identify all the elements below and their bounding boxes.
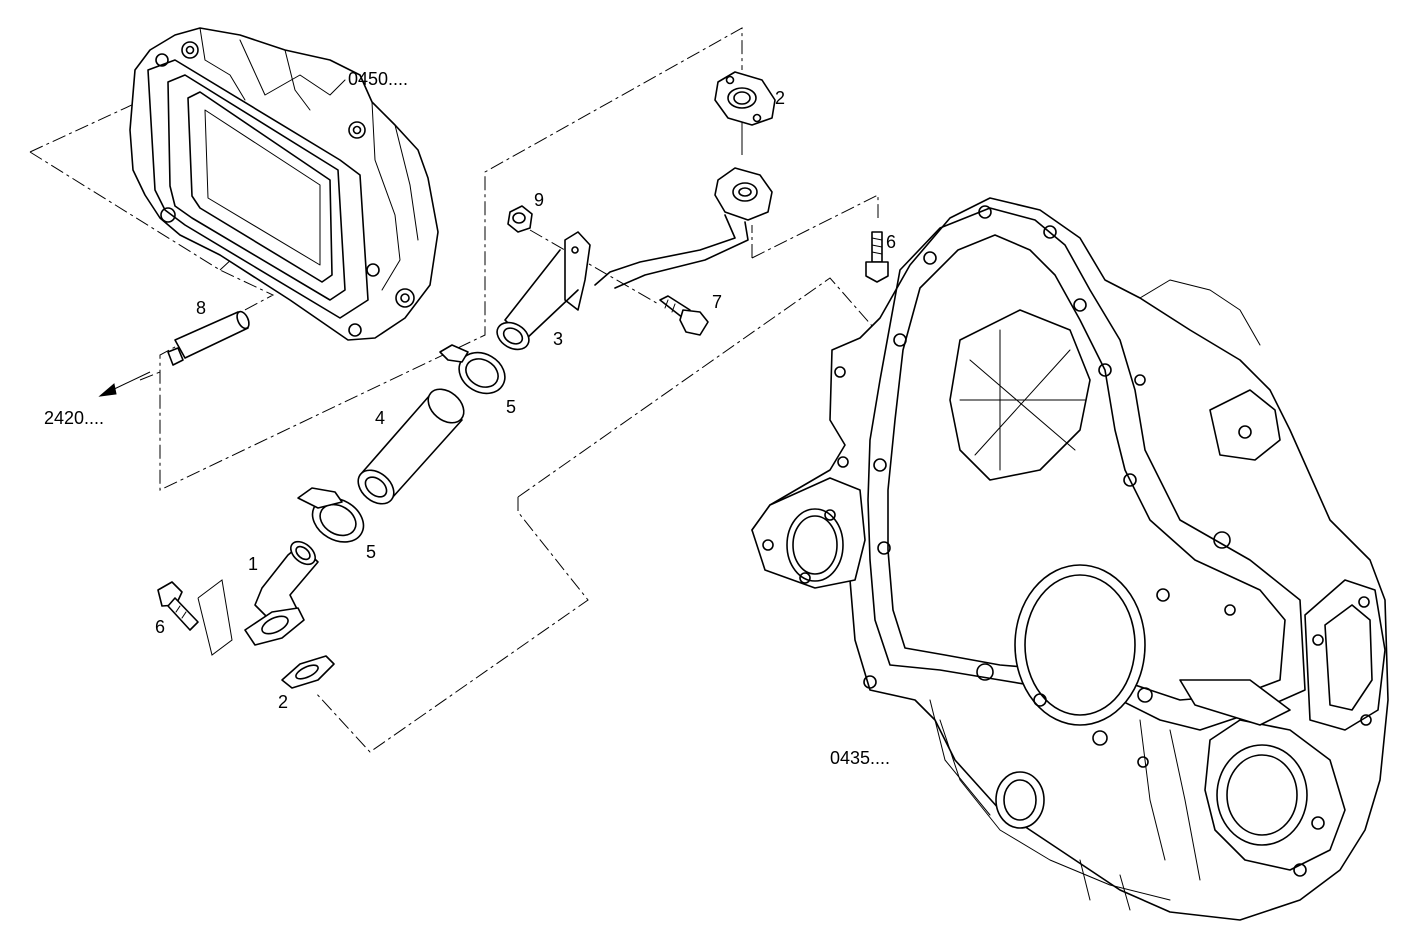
gasket-part-2-top xyxy=(714,71,776,126)
bolt-part-6-bottom xyxy=(157,581,199,631)
oil-pipe-part-3 xyxy=(496,167,773,351)
callout-item-2-top: 2 xyxy=(775,88,785,108)
callout-2420: 2420.... xyxy=(44,408,104,428)
callout-item-9: 9 xyxy=(534,190,544,210)
callout-item-2-bottom: 2 xyxy=(278,692,288,712)
hose-clamp-part-5-bottom xyxy=(297,487,365,543)
bolt-part-7 xyxy=(659,295,709,336)
callout-labels: 0450.... 2420.... 0435.... 2 9 6 7 8 3 5… xyxy=(44,69,896,768)
callout-item-1: 1 xyxy=(248,554,258,574)
callout-item-5-bottom: 5 xyxy=(366,542,376,562)
callout-item-3: 3 xyxy=(553,329,563,349)
bolt-part-6-top xyxy=(865,231,889,283)
hose-part-4 xyxy=(357,388,465,505)
callout-0450: 0450.... xyxy=(348,69,408,89)
callout-item-6-bottom: 6 xyxy=(155,617,165,637)
stud-part-8 xyxy=(167,310,250,366)
flywheel-housing xyxy=(751,197,1389,921)
callout-item-6-top: 6 xyxy=(886,232,896,252)
arrow-to-2420 xyxy=(98,371,151,397)
callout-item-4: 4 xyxy=(375,408,385,428)
callout-item-5-top: 5 xyxy=(506,397,516,417)
elbow-pipe-part-1 xyxy=(244,540,319,646)
callout-item-7: 7 xyxy=(712,292,722,312)
hose-clamp-part-5-top xyxy=(439,344,506,395)
gasket-part-2-bottom xyxy=(281,655,335,689)
callout-0435: 0435.... xyxy=(830,748,890,768)
callout-item-8: 8 xyxy=(196,298,206,318)
nut-part-9 xyxy=(507,205,533,233)
oil-cooler-housing xyxy=(129,27,439,341)
